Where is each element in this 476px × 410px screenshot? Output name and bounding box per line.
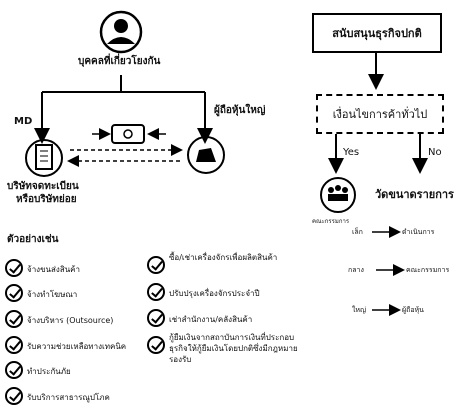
example-item: จ้างทำโฆษณา xyxy=(27,290,78,299)
check-icon xyxy=(147,283,165,301)
size-row-right: คณะกรรมการ xyxy=(406,266,450,274)
example-item: รับความช่วยเหลือทางเทคนิค xyxy=(27,342,127,351)
check-icon xyxy=(5,336,23,354)
yes-label: Yes xyxy=(343,147,360,158)
size-title: วัดขนาดรายการ xyxy=(375,188,454,201)
size-row-right: ดำเนินการ xyxy=(402,228,435,236)
stakeholders-label: บุคคลที่เกี่ยวโยงกัน xyxy=(78,56,161,67)
example-item: ทำประกันภัย xyxy=(27,367,71,376)
example-item: เช่าสำนักงาน/คลังสินค้า xyxy=(169,315,253,324)
example-item: จ้างบริหาร (Outsource) xyxy=(27,316,114,325)
check-icon xyxy=(147,256,165,274)
size-row-left: กลาง xyxy=(348,266,364,274)
examples-title: ตัวอย่างเช่น xyxy=(7,234,59,245)
company-label-line1: บริษัทจดทะเบียน xyxy=(7,181,79,192)
check-icon xyxy=(5,310,23,328)
size-row-left: ใหญ่ xyxy=(352,306,366,314)
no-label: No xyxy=(428,147,442,158)
example-item: กู้ยืมเงินจากสถาบันการเงินที่ประกอบธุรกิ… xyxy=(169,333,298,364)
check-icon xyxy=(5,259,23,277)
major-shareholder-label: ผู้ถือหุ้นใหญ่ xyxy=(214,105,266,116)
md-label: MD xyxy=(14,116,33,127)
example-item: ซื้อ/เช่าเครื่องจักรเพื่อผลิตสินค้า xyxy=(169,253,278,262)
check-icon xyxy=(5,284,23,302)
example-item: รับบริการสาธารณูปโภค xyxy=(27,393,110,402)
company-label-line2: หรือบริษัทย่อย xyxy=(16,194,77,205)
example-item: ปรับปรุงเครื่องจักรประจำปี xyxy=(169,289,260,298)
support-business-box: สนับสนุนธุรกิจปกติ xyxy=(312,13,442,53)
size-row-right: ผู้ถือหุ้น xyxy=(402,306,424,314)
approval-caption: คณะกรรมการ xyxy=(312,218,350,225)
example-item: จ้างขนส่งสินค้า xyxy=(27,265,81,274)
size-row-left: เล็ก xyxy=(352,228,363,236)
check-icon xyxy=(147,336,165,354)
check-icon xyxy=(5,361,23,379)
check-icon xyxy=(5,387,23,405)
general-terms-box: เงื่อนไขการค้าทั่วไป xyxy=(316,94,444,134)
check-icon xyxy=(147,309,165,327)
